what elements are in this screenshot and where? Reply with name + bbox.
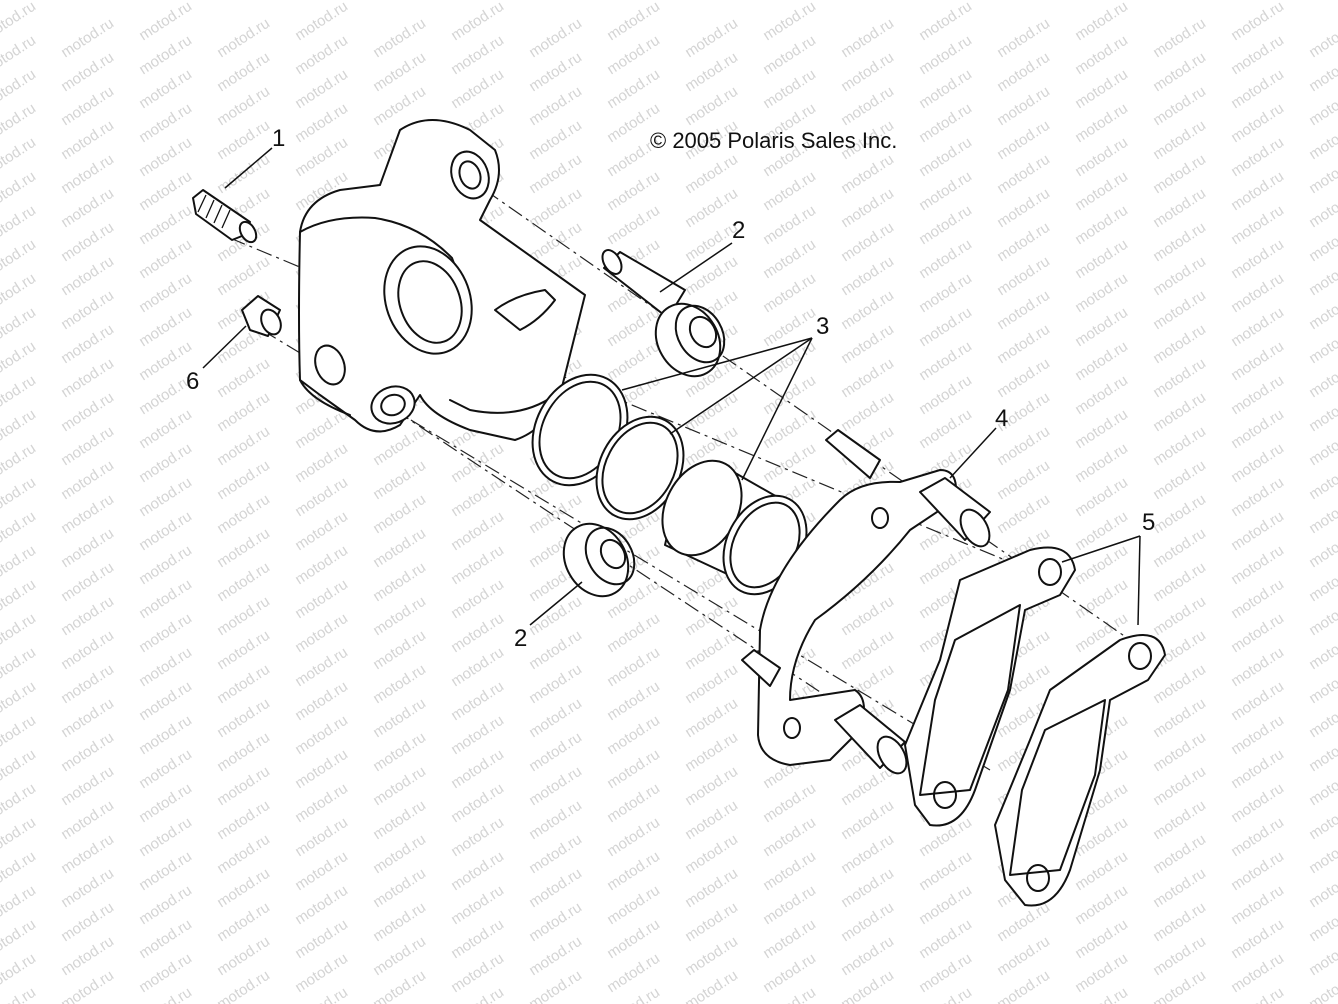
callout-4: 4 <box>995 405 1008 432</box>
callout-3: 3 <box>816 313 829 340</box>
caliper-bracket <box>741 429 991 775</box>
leader-lines <box>202 147 1141 626</box>
brake-pad-inner <box>904 546 1076 827</box>
bleeder-cap <box>241 295 282 337</box>
brake-pad-outer <box>994 634 1166 907</box>
callout-2-lower: 2 <box>514 625 527 652</box>
slide-pin-boot-lower <box>562 522 636 598</box>
caliper-body <box>298 119 586 441</box>
piston <box>661 459 808 596</box>
piston-seals <box>531 373 685 521</box>
callout-5: 5 <box>1142 509 1155 536</box>
callout-6: 6 <box>186 368 199 395</box>
slide-pin-boot-upper <box>601 249 726 378</box>
callout-2-upper: 2 <box>732 217 745 244</box>
copyright-notice: © 2005 Polaris Sales Inc. <box>650 128 897 153</box>
callout-1: 1 <box>272 125 285 152</box>
bleeder-screw <box>192 189 258 244</box>
